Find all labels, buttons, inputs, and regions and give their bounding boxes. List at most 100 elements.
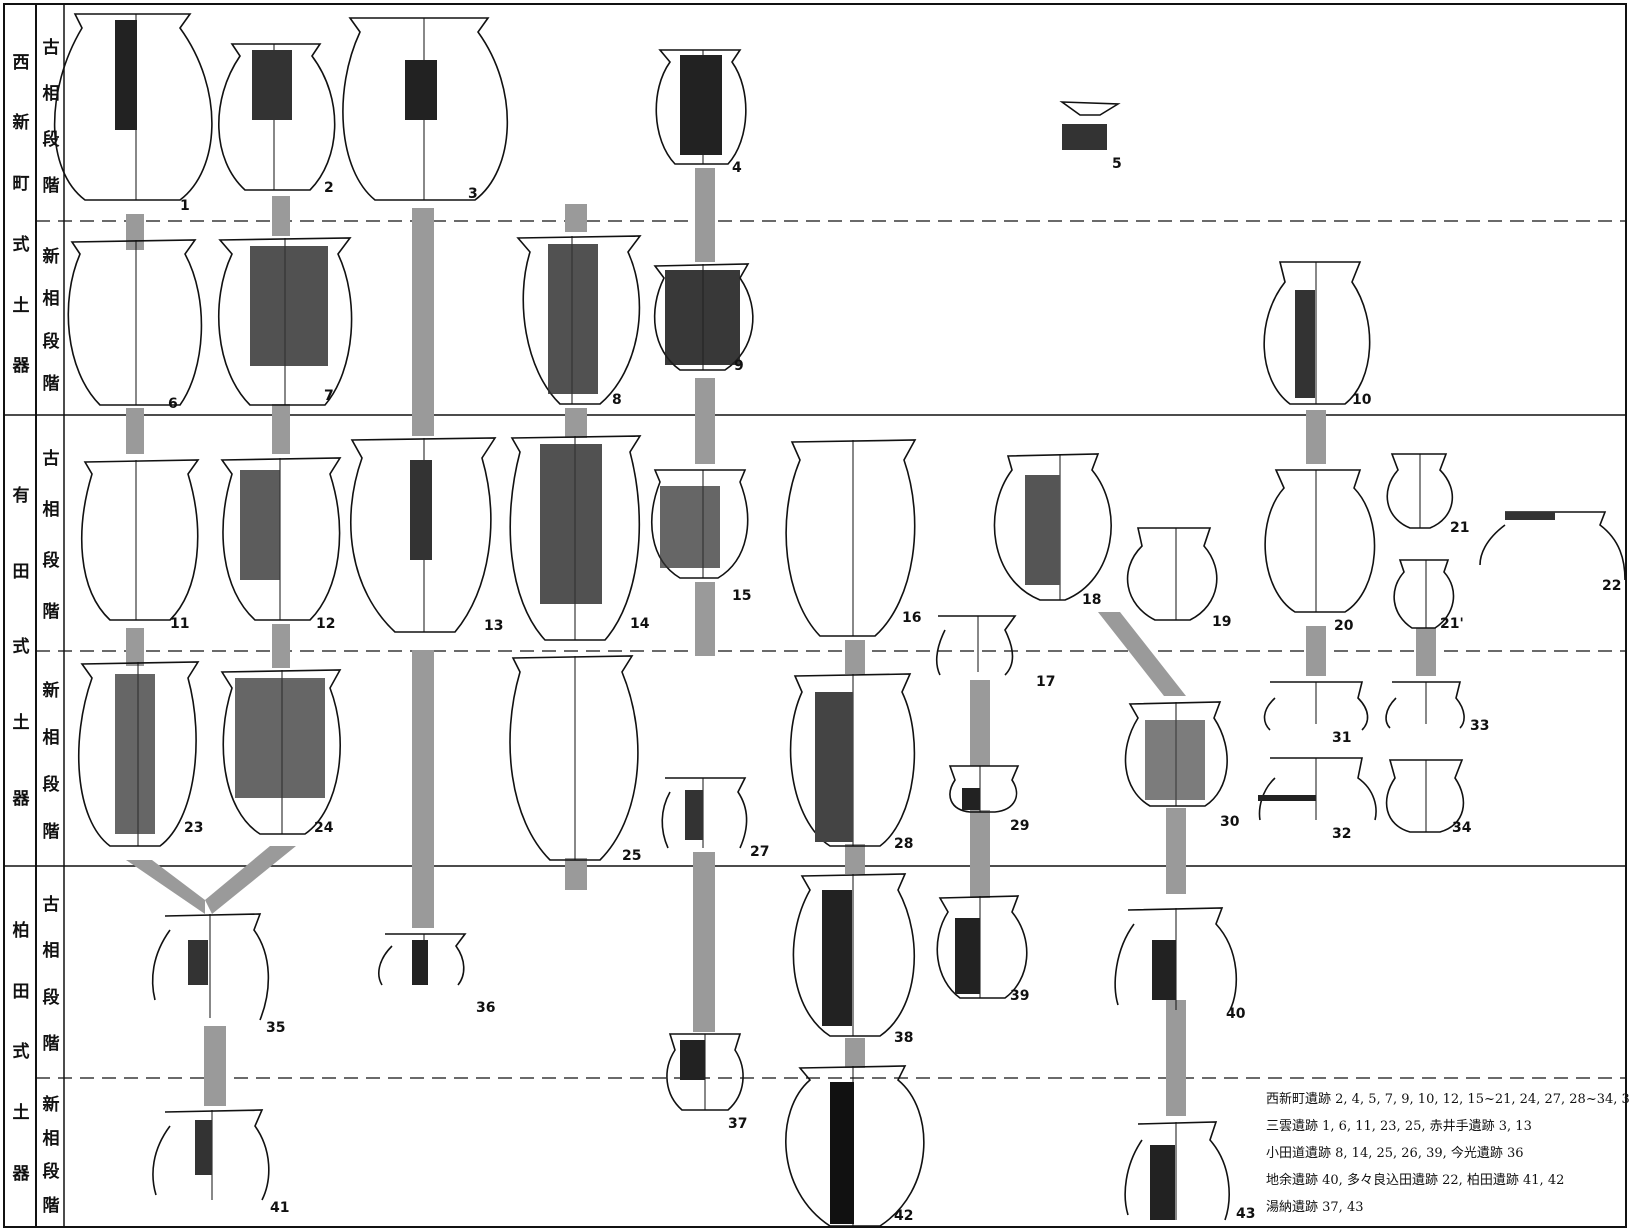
pot-1 [55,14,212,200]
pot-10 [1264,262,1370,404]
pot-27 [662,778,746,848]
group-label-kashiwada: 柏 田 式 土 器 [8,880,34,1220]
specimen-number: 11 [170,616,189,632]
specimen-number: 18 [1082,592,1101,608]
legend-line: 湯納遺跡 37, 43 [1266,1194,1626,1221]
specimen-number: 12 [316,616,335,632]
specimen-number: 1 [180,198,190,214]
pot-35 [153,914,269,1020]
specimen-number: 34 [1452,820,1471,836]
specimen-number: 39 [1010,988,1029,1004]
specimen-number: 8 [612,392,622,408]
pot-41 [153,1110,269,1200]
specimen-number: 22 [1602,578,1621,594]
group-label-arita: 有 田 式 土 器 [8,430,34,860]
pot-37 [667,1034,743,1110]
legend-line: 西新町遺跡 2, 4, 5, 7, 9, 10, 12, 15~21, 24, … [1266,1086,1626,1113]
phase-label-4: 新 相 段 階 [38,654,64,864]
pot-22 [1480,512,1625,580]
specimen-number: 31 [1332,730,1351,746]
pottery-drawings [55,14,1625,1226]
pot-23 [79,662,198,846]
specimen-number: 29 [1010,818,1029,834]
pot-14 [510,436,640,640]
specimen-number: 6 [168,396,178,412]
specimen-number: 16 [902,610,921,626]
pot-20 [1265,470,1374,612]
pot-19 [1128,528,1217,620]
pot-29 [950,766,1018,812]
pot-28 [791,674,915,846]
phase-label-2: 新 相 段 階 [38,224,64,412]
pot-32 [1258,758,1376,820]
pot-12 [222,458,340,620]
pot-42 [786,1066,924,1226]
specimen-number: 28 [894,836,913,852]
pot-38 [793,874,914,1036]
specimen-number: 19 [1212,614,1231,630]
phase-label-6: 新 相 段 階 [38,1081,64,1225]
legend-line: 三雲遺跡 1, 6, 11, 23, 25, 赤井手遺跡 3, 13 [1266,1113,1626,1140]
specimen-number: 9 [734,358,744,374]
pot-4 [656,50,746,164]
specimen-number: 38 [894,1030,913,1046]
pot-30 [1126,702,1228,806]
group-label-nishishinmachi: 西 新 町 式 土 器 [8,12,34,412]
specimen-number: 43 [1236,1206,1255,1222]
pot-43 [1125,1122,1229,1220]
pot-16 [786,440,915,636]
pot-39 [937,896,1027,998]
specimen-number: 35 [266,1020,285,1036]
phase-label-5: 古 相 段 階 [38,869,64,1075]
specimen-number: 14 [630,616,649,632]
pot-2 [219,44,335,190]
specimen-number: 20 [1334,618,1353,634]
pot-17 [937,616,1015,675]
specimen-number: 25 [622,848,641,864]
pot-6 [68,240,201,405]
legend-line: 地余遺跡 40, 多々良込田遺跡 22, 柏田遺跡 41, 42 [1266,1167,1626,1194]
site-legend: 西新町遺跡 2, 4, 5, 7, 9, 10, 12, 15~21, 24, … [1266,1086,1626,1221]
legend-line: 小田道遺跡 8, 14, 25, 26, 39, 今光遺跡 36 [1266,1140,1626,1167]
specimen-number: 40 [1226,1006,1245,1022]
pot-31 [1265,682,1368,730]
specimen-number: 41 [270,1200,289,1216]
specimen-number: 36 [476,1000,495,1016]
specimen-number: 21 [1450,520,1469,536]
pot-33 [1386,682,1464,728]
specimen-number: 3 [468,186,478,202]
specimen-number: 10 [1352,392,1371,408]
pot-7 [219,238,352,405]
specimen-number: 17 [1036,674,1055,690]
specimen-number: 7 [324,388,334,404]
specimen-number: 33 [1470,718,1489,734]
pot-18 [994,454,1111,600]
pot-11 [82,460,198,620]
pot-5 [1062,102,1118,150]
specimen-number: 30 [1220,814,1239,830]
pot-8 [518,236,640,404]
pot-25 [510,656,638,860]
specimen-number: 37 [728,1116,747,1132]
pot-13 [351,438,495,632]
pot-36 [379,934,465,985]
phase-label-1: 古 相 段 階 [38,12,64,217]
specimen-number: 5 [1112,156,1122,172]
specimen-number: 13 [484,618,503,634]
specimen-number: 2 [324,180,334,196]
pot-21 [1387,454,1452,528]
specimen-number: 42 [894,1208,913,1224]
specimen-number: 24 [314,820,333,836]
pot-40 [1115,908,1236,1010]
specimen-number: 23 [184,820,203,836]
pot-15 [652,470,748,578]
phase-label-3: 古 相 段 階 [38,418,64,648]
specimen-number: 32 [1332,826,1351,842]
outer-frame [4,4,1626,1227]
pot-9 [655,264,753,370]
specimen-number: 15 [732,588,751,604]
specimen-number: 27 [750,844,769,860]
specimen-number: 4 [732,160,742,176]
pot-24 [222,670,340,834]
